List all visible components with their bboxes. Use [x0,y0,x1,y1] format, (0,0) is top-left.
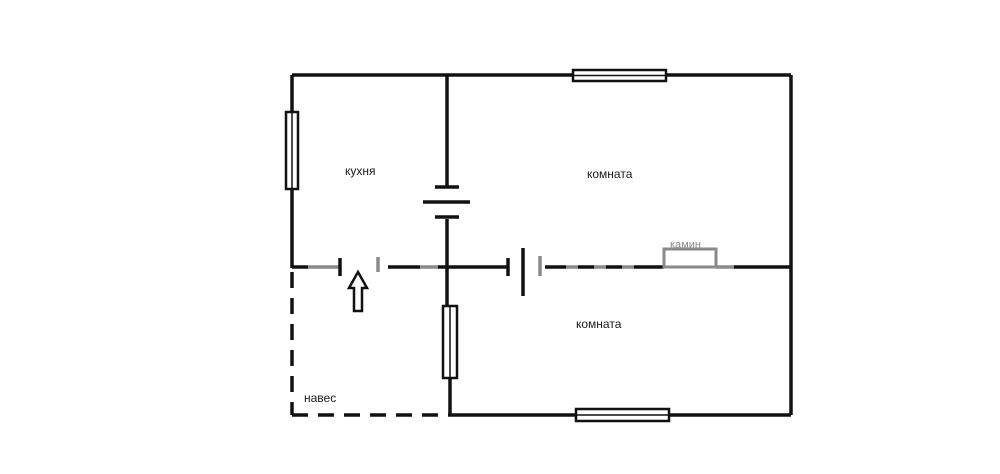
room-label-kitchen: кухня [345,164,376,178]
window-top [571,68,668,83]
outer-walls [290,73,793,417]
room-label-lower: комната [576,317,622,331]
room-label-upper: комната [587,167,633,181]
window-bottom [574,407,671,423]
fireplace [662,247,718,269]
room-label-canopy: навес [304,391,336,405]
window-left [284,110,300,191]
door-kitchen-room [423,185,470,219]
canopy-outline [290,272,448,417]
arrow-up-icon [346,269,370,313]
partition-vertical [445,75,452,415]
partition-horizontal [292,248,791,296]
window-partition [441,304,459,380]
fireplace-label: камин [670,239,701,251]
